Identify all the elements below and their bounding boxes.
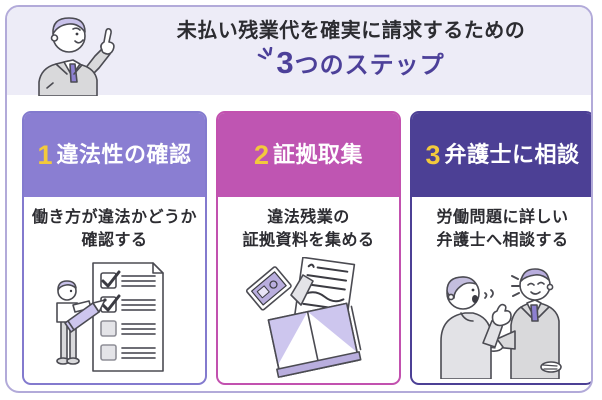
header-band: 未払い残業代を確実に請求するための 3 つのステップ — [7, 7, 591, 96]
step-card-2-header: 2 証拠取集 — [218, 113, 399, 197]
step-1-description: 働き方が違法かどうか 確認する — [24, 206, 205, 252]
step-2-desc-line-1: 違法残業の — [267, 209, 350, 226]
header-title: 未払い残業代を確実に請求するための — [176, 20, 526, 42]
infographic-panel: 未払い残業代を確実に請求するための 3 つのステップ 1 — [5, 5, 593, 393]
step-1-title: 違法性の確認 — [56, 142, 192, 167]
consultation-icon — [412, 253, 591, 379]
step-1-desc-line-1: 働き方が違法かどうか — [31, 209, 197, 226]
header-text: 未払い残業代を確実に請求するための 3 つのステップ — [125, 19, 577, 81]
step-card-1-header: 1 違法性の確認 — [24, 113, 205, 197]
step-card-3-header: 3 弁護士に相談 — [412, 113, 591, 197]
step-3-desc-line-2: 弁護士へ相談する — [436, 232, 569, 250]
step-2-number: 2 — [253, 139, 269, 170]
step-2-desc-line-2: 証拠資料を集める — [242, 232, 375, 250]
step-3-desc-line-1: 労働問題に詳しい — [436, 209, 569, 226]
step-card-1: 1 違法性の確認 働き方が違法かどうか 確認する — [22, 111, 207, 385]
header-subtitle: 3 つのステップ — [125, 45, 577, 81]
step-card-3: 3 弁護士に相談 労働問題に詳しい 弁護士へ相談する — [410, 111, 591, 385]
step-3-description: 労働問題に詳しい 弁護士へ相談する — [412, 206, 591, 252]
pointing-man-icon — [23, 10, 121, 96]
step-2-description: 違法残業の 証拠資料を集める — [218, 206, 399, 252]
step-card-2: 2 証拠取集 違法残業の 証拠資料を集める — [216, 111, 401, 385]
step-3-title: 弁護士に相談 — [444, 142, 580, 167]
step-3-number: 3 — [425, 139, 441, 170]
emphasis-sparkle-icon — [257, 47, 275, 63]
checklist-icon — [24, 253, 205, 379]
step-count-number: 3 — [276, 45, 295, 80]
evidence-documents-icon — [218, 253, 399, 379]
step-1-number: 1 — [37, 139, 53, 170]
step-count-text: つのステップ — [294, 52, 445, 79]
step-2-title: 証拠取集 — [273, 142, 364, 167]
step-1-desc-line-2: 確認する — [81, 232, 148, 250]
